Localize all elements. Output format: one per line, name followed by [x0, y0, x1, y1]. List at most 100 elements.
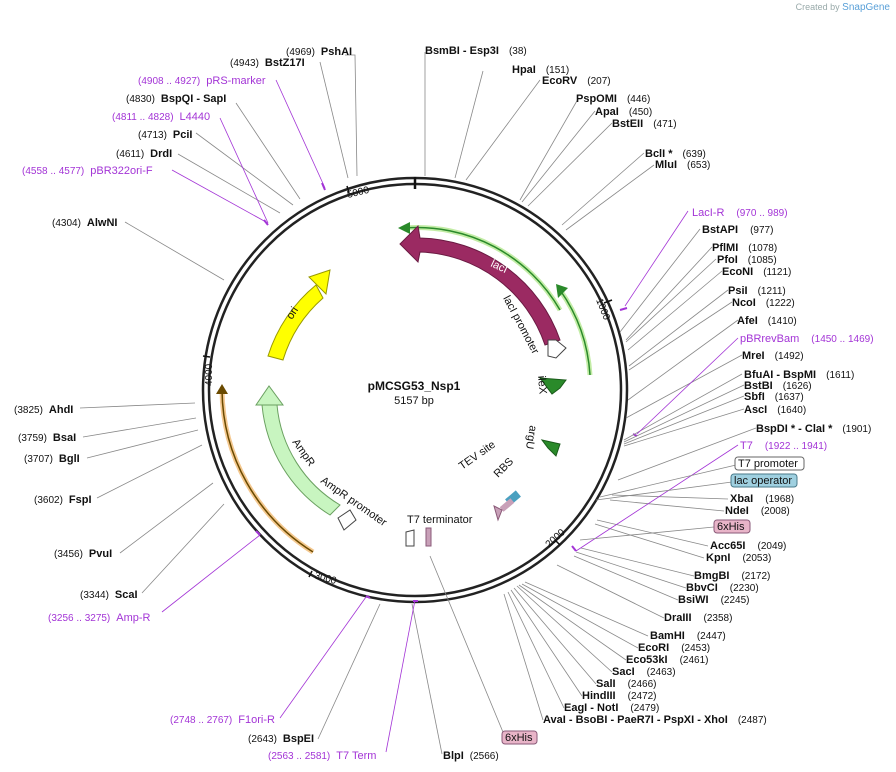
site-bfuai: BfuAI - BspMI(1611) — [744, 369, 854, 381]
laci-highlight-arrowhead — [398, 222, 410, 234]
site-avai: AvaI - BsoBI - PaeR7I - PspXI - XhoI(248… — [543, 714, 767, 726]
site-mlui: MluI(653) — [655, 159, 710, 171]
site-kpni: KpnI(2053) — [706, 552, 771, 564]
rbs-arrow — [493, 505, 503, 522]
primer-tick — [619, 307, 628, 311]
primer-pbr322ori-f: (4558 .. 4577)pBR322ori-F — [22, 165, 153, 177]
site-hpai: HpaI(151) — [512, 64, 569, 76]
snapgene-logo-text: SnapGene — [842, 2, 890, 13]
rbs-label: RBS — [492, 456, 516, 480]
site-bsmbi: BsmBI - Esp3I(38) — [425, 45, 527, 57]
primer-prs-marker: (4908 .. 4927)pRS-marker — [138, 75, 266, 87]
primer-t7: T7(1922 .. 1941) — [740, 440, 827, 452]
primer-tick — [365, 595, 371, 599]
site-pvui: (3456)PvuI — [54, 548, 112, 560]
tick-mark — [202, 355, 211, 358]
primer-l4440: (4811 .. 4828)L4440 — [112, 111, 210, 123]
f1-ori-highlight-line — [221, 389, 314, 553]
site-fspi: (3602)FspI — [34, 494, 92, 506]
site-bamhi: BamHI(2447) — [650, 630, 726, 642]
promoter-highlight-arrowhead — [556, 284, 568, 298]
site-bgli: (3707)BglI — [24, 453, 80, 465]
right-labels: BsmBI - Esp3I(38) HpaI(151) EcoRV(207) P… — [425, 45, 874, 452]
site-asci: AscI(1640) — [744, 404, 806, 416]
leader-lines — [79, 52, 757, 755]
site-pfoi: PfoI(1085) — [717, 254, 777, 266]
created-by-text: Created by — [795, 2, 840, 12]
laci-gene-arrow — [399, 224, 561, 346]
laci-promoter-arrow — [547, 339, 567, 359]
lac-operator-tag: lac operator — [730, 473, 798, 488]
site-mrei: MreI(1492) — [742, 350, 804, 362]
site-apai: ApaI(450) — [595, 106, 652, 118]
site-ecori: EcoRI(2453) — [638, 642, 710, 654]
site-psii: PsiI(1211) — [728, 285, 786, 297]
ori-label: ori — [284, 305, 301, 322]
site-bsteii: BstEII(471) — [612, 118, 677, 130]
tick-mark — [554, 539, 561, 546]
primer-tick — [571, 545, 577, 552]
site-pshai: (4969)PshAI — [286, 46, 352, 58]
ori-arrowhead — [308, 269, 331, 296]
his-tag-text-1: 6xHis — [717, 521, 745, 533]
site-bspei: (2643)BspEI — [248, 733, 314, 745]
site-bstbi: BstBI(1626) — [744, 380, 812, 392]
site-bbvci: BbvCI(2230) — [686, 582, 759, 594]
site-ecorv: EcoRV(207) — [542, 75, 611, 87]
site-bcli: BclI *(639) — [645, 148, 706, 160]
lac-operator-text: lac operator — [734, 475, 792, 487]
plasmid-name: pMCSG53_Nsp1 — [368, 379, 461, 393]
primer-laci-r: LacI-R(970 .. 989) — [692, 207, 788, 219]
site-sbfi: SbfI(1637) — [744, 391, 804, 403]
primer-leader-lines — [161, 79, 739, 753]
site-pcii: (4713)PciI — [138, 129, 192, 141]
argu-label: argU — [523, 424, 539, 450]
site-drdi: (4611)DrdI — [116, 148, 172, 160]
site-afei: AfeI(1410) — [737, 315, 797, 327]
primer-t7-term: (2563 .. 2581)T7 Term — [268, 750, 376, 762]
site-sali: SalI(2466) — [596, 678, 656, 690]
feature-leader-lines — [429, 464, 737, 738]
laci-highlight-line — [404, 226, 561, 311]
left-labels: (4969)PshAI (4943)BstZ17I (4908 .. 4927)… — [14, 46, 499, 762]
tick-3000: 3000 — [313, 570, 338, 587]
his-tag-text-2: 6xHis — [505, 732, 533, 744]
site-bspqi: (4830)BspQI - SapI — [126, 93, 226, 105]
site-bsiwi: BsiWI(2245) — [678, 594, 749, 606]
site-ahdi: (3825)AhdI — [14, 404, 73, 416]
tick-mark — [603, 299, 613, 304]
site-pspomi: PspOMI(446) — [576, 93, 650, 105]
tick-4000: 4000 — [204, 363, 215, 386]
primer-tick — [255, 530, 261, 536]
site-bsai: (3759)BsaI — [18, 432, 76, 444]
site-hindiii: HindIII(2472) — [582, 690, 657, 702]
right-labels-lower: XbaI(1968) NdeI(2008) — [725, 493, 794, 517]
ampr-promoter-arrow — [337, 509, 357, 531]
t7-promoter-tag: T7 promoter — [734, 456, 805, 471]
promoter-highlight-line — [559, 289, 591, 376]
his-tag-label-2: 6xHis — [501, 730, 538, 745]
site-bstz17i: (4943)BstZ17I — [230, 57, 305, 69]
his-tag-label-1: 6xHis — [713, 519, 751, 534]
argu-arrow — [540, 439, 561, 457]
site-scai: (3344)ScaI — [80, 589, 138, 601]
f1-ori-arrowhead — [216, 384, 228, 394]
site-saci: SacI(2463) — [612, 666, 676, 678]
site-acc65i: Acc65I(2049) — [710, 540, 786, 552]
t7-terminator-box — [425, 527, 432, 547]
primer-f1ori-r: (2748 .. 2767)F1ori-R — [170, 714, 275, 726]
site-bmgbi: BmgBI(2172) — [694, 570, 770, 582]
t7-promoter-text: T7 promoter — [738, 458, 798, 470]
site-alwni: (4304)AlwNI — [52, 217, 117, 229]
site-bspdi: BspDI * - ClaI *(1901) — [756, 423, 871, 435]
promoter-highlight-outer — [557, 288, 593, 376]
site-ncoi: NcoI(1222) — [732, 297, 795, 309]
snapgene-brand: Created by SnapGene — [796, 2, 890, 13]
site-eco53ki: Eco53kI(2461) — [626, 654, 709, 666]
tick-mark — [308, 570, 313, 578]
tick-mark — [346, 185, 350, 194]
ampr-arrowhead — [255, 385, 284, 406]
right-labels-bottom: Acc65I(2049) KpnI(2053) BmgBI(2172) BbvC… — [543, 540, 786, 726]
tev-site-label: TEV site — [457, 439, 498, 473]
